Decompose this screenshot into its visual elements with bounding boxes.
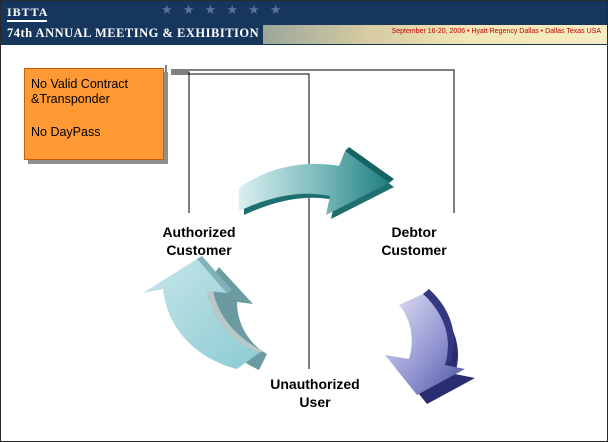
arrow-left-icon — [143, 256, 267, 370]
connector-to-authorized — [171, 71, 190, 213]
arrow-right-icon — [385, 289, 475, 404]
meeting-title: 74th ANNUAL MEETING & EXHIBITION — [7, 26, 260, 40]
note-condition-contract: No Valid Contract &Transponder — [31, 77, 129, 106]
connector-to-unauthorized — [171, 73, 310, 369]
header-stars: ★ ★ ★ ★ ★ ★ — [161, 3, 285, 18]
org-underline — [7, 20, 47, 22]
label-debtor-customer: Debtor Customer — [381, 224, 447, 258]
slide-header: ★ ★ ★ ★ ★ ★ IBTTA 74th ANNUAL MEETING & … — [1, 1, 607, 45]
org-name: IBTTA — [7, 5, 49, 19]
label-unauthorized-user: Unauthorized User — [270, 376, 360, 410]
connector-to-debtor — [171, 69, 455, 213]
condition-note-box: No Valid Contract &Transponder No DayPas… — [24, 68, 164, 160]
event-band — [263, 25, 607, 44]
arrow-top-icon — [239, 147, 394, 219]
event-info: September 16-20, 2006 • Hyatt Regency Da… — [391, 28, 601, 35]
connector-lines — [165, 65, 455, 369]
label-authorized-customer: Authorized Customer — [162, 224, 236, 258]
note-condition-daypass: No DayPass — [31, 125, 101, 139]
